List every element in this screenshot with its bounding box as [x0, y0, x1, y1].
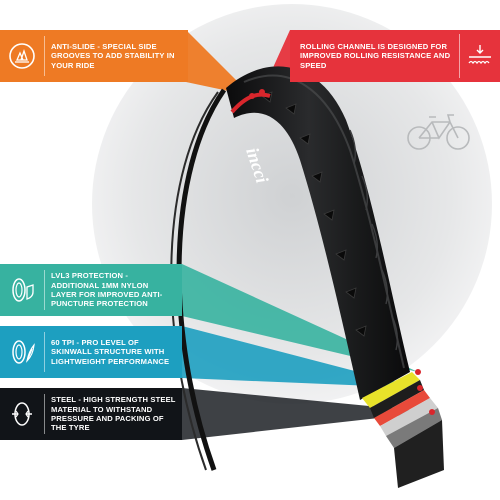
tyre-body: [226, 66, 410, 400]
tyre-cross-section: [362, 372, 444, 488]
layer-dot-lvl3: [415, 369, 421, 375]
steel-connector: [182, 388, 432, 440]
callout-anti-slide: ANTI-SLIDE - SPECIAL SIDE GROOVES TO ADD…: [0, 30, 188, 82]
callout-rolling-channel: ROLLING CHANNEL IS DESIGNED FOR IMPROVED…: [290, 30, 500, 82]
bicycle-icon: [407, 114, 470, 150]
layer-dot-steel: [429, 409, 435, 415]
tyre-logo: incci: [242, 145, 272, 185]
steel-text: STEEL - HIGH STRENGTH STEEL MATERIAL TO …: [51, 395, 176, 433]
anti-slide-connector: [186, 30, 252, 96]
tyre-shield-icon: [0, 270, 45, 310]
trees-wheel-icon: [0, 36, 45, 76]
callout-steel-bead: STEEL - HIGH STRENGTH STEEL MATERIAL TO …: [0, 388, 182, 440]
tyre-feather-icon: [0, 332, 45, 372]
lvl3-text: LVL3 PROTECTION - ADDITIONAL 1MM NYLON L…: [51, 271, 163, 309]
layer-dot-antislide: [249, 93, 255, 99]
rolling-text: ROLLING CHANNEL IS DESIGNED FOR IMPROVED…: [300, 41, 451, 70]
layer-dot-rolling: [259, 89, 265, 95]
anti-slide-text: ANTI-SLIDE - SPECIAL SIDE GROOVES TO ADD…: [51, 41, 175, 70]
rolling-surface-icon: [459, 34, 500, 78]
callout-lvl3-protection: LVL3 PROTECTION - ADDITIONAL 1MM NYLON L…: [0, 264, 182, 316]
rim-arc: [176, 88, 227, 471]
tpi-text: 60 TPI - PRO LEVEL OF SKINWALL STRUCTURE…: [51, 337, 170, 366]
layer-dot-tpi: [417, 385, 423, 391]
tyre-bead-icon: [0, 394, 45, 434]
callout-60-tpi: 60 TPI - PRO LEVEL OF SKINWALL STRUCTURE…: [0, 326, 182, 378]
